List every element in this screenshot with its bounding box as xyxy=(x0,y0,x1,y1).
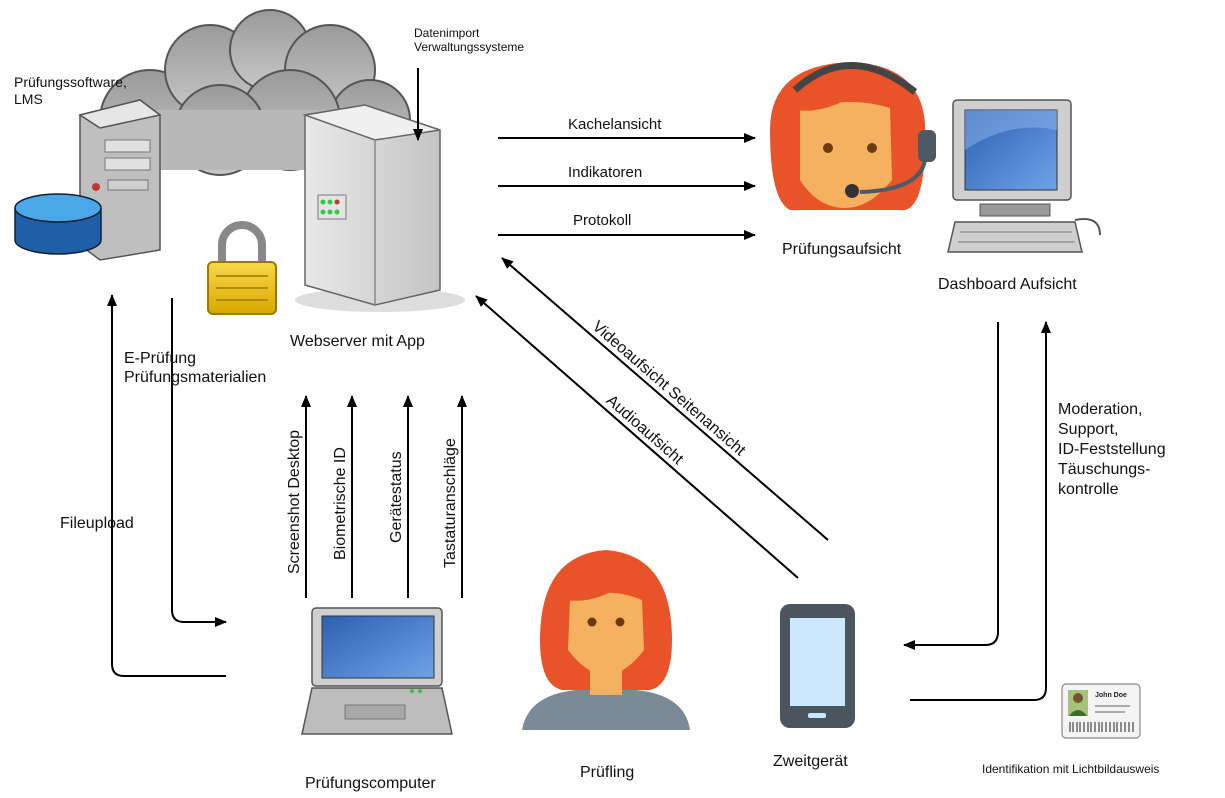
label-tastatur: Tastaturanschläge xyxy=(442,438,459,568)
arrow-phone-to-dashboard xyxy=(910,321,1051,701)
label-protokoll: Protokoll xyxy=(573,212,632,229)
laptop-icon xyxy=(301,607,453,735)
database-icon xyxy=(14,193,102,255)
label-lms: Prüfungssoftware, LMS xyxy=(14,74,127,107)
label-kachelansicht: Kachelansicht xyxy=(568,116,662,133)
label-pruefungsaufsicht: Prüfungsaufsicht xyxy=(782,241,902,258)
label-zweitgeraet: Zweitgerät xyxy=(773,753,848,770)
label-dashboard: Dashboard Aufsicht xyxy=(938,276,1077,293)
lock-icon xyxy=(207,221,277,315)
arrow-fileupload xyxy=(107,294,226,677)
label-identifikation: Identifikation mit Lichtbildausweis xyxy=(982,762,1160,776)
label-webserver: Webserver mit App xyxy=(290,333,425,350)
label-geraetestatus: Gerätestatus xyxy=(388,451,405,543)
label-biometrische: Biometrische ID xyxy=(332,447,349,560)
label-screenshot: Screenshot Desktop xyxy=(286,429,303,574)
label-fileupload: Fileupload xyxy=(60,515,134,532)
label-moderation: Moderation, Support, ID-Feststellung Täu… xyxy=(1058,401,1166,498)
webserver-icon xyxy=(295,104,465,312)
proctor-avatar-icon xyxy=(770,62,936,210)
label-pruefungscomputer: Prüfungscomputer xyxy=(305,775,436,792)
arrow-audioaufsicht xyxy=(475,295,799,579)
arrow-videoaufsicht xyxy=(501,257,829,541)
arrow-dashboard-to-phone xyxy=(903,322,999,650)
label-datenimport: Datenimport Verwaltungssysteme xyxy=(414,26,525,55)
label-eprufung: E-Prüfung Prüfungsmaterialien xyxy=(124,350,267,387)
smartphone-icon xyxy=(780,604,855,728)
label-indikatoren: Indikatoren xyxy=(568,164,643,181)
id-card-icon: John Doe xyxy=(1061,683,1141,739)
dashboard-computer-icon xyxy=(947,99,1101,253)
label-pruefling: Prüfling xyxy=(580,764,635,781)
id-card-name: John Doe xyxy=(1095,692,1127,699)
arrow-eprufung xyxy=(171,298,227,627)
examinee-avatar-icon xyxy=(522,550,690,730)
